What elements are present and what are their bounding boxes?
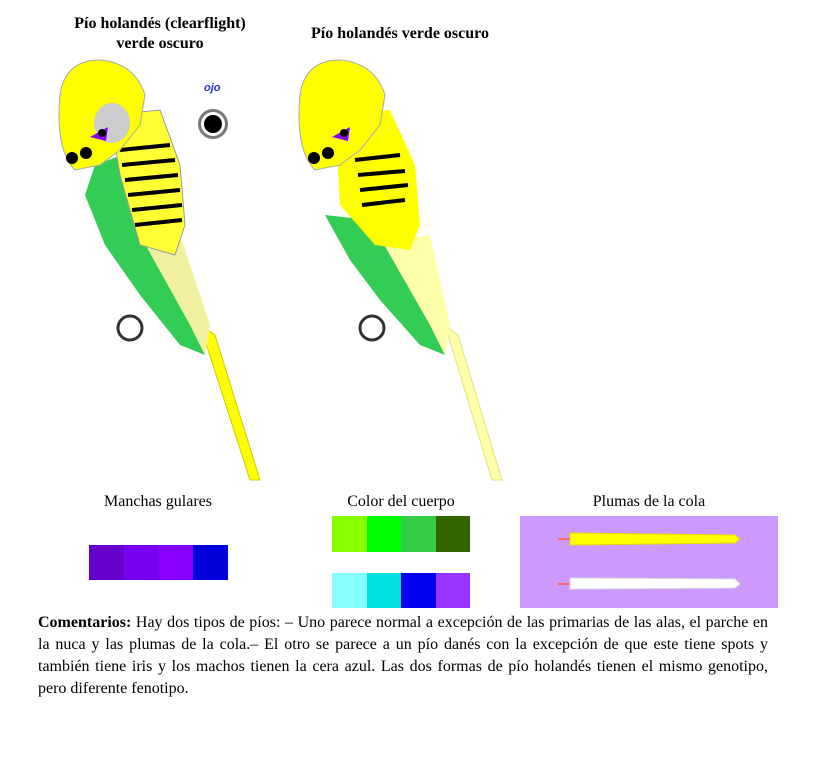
tail-feathers-panel — [520, 516, 778, 608]
color-swatch — [366, 516, 401, 552]
bird-1-foot — [116, 314, 144, 342]
color-swatch — [366, 573, 401, 608]
color-swatch — [193, 545, 228, 580]
bird-2-tail — [444, 323, 503, 481]
bird-1-title: Pío holandés (clearflight) verde oscuro — [40, 14, 280, 54]
eye-label: ojo — [204, 82, 221, 94]
bird-1-throat-spot — [66, 152, 78, 164]
comment-text: Hay dos tipos de píos: – Uno parece norm… — [38, 614, 768, 697]
bird-1-eye — [98, 129, 106, 137]
comment-paragraph: Comentarios: Hay dos tipos de píos: – Un… — [38, 612, 768, 700]
bird-1-title-line2: verde oscuro — [116, 35, 204, 52]
body-color-swatches-blue — [332, 573, 470, 608]
bird-2-eye — [340, 129, 348, 137]
color-swatch — [89, 545, 124, 580]
bird-2-title: Pío holandés verde oscuro — [311, 25, 489, 42]
tail-feather-yellow — [558, 532, 741, 546]
color-swatch — [158, 545, 194, 580]
bird-2-throat-spot — [308, 152, 320, 164]
eye-icon — [198, 109, 228, 139]
bird-2-illustration — [298, 59, 503, 481]
bird-1-wing-bars — [119, 143, 183, 227]
body-color-swatches-green — [332, 516, 470, 552]
color-swatch — [401, 573, 436, 608]
body-color-label: Color del cuerpo — [347, 493, 455, 510]
bird-2-throat-spot — [322, 147, 334, 159]
color-swatch — [401, 516, 436, 552]
color-swatch — [435, 573, 470, 608]
bird-2-chest — [325, 215, 445, 355]
color-swatch — [123, 545, 159, 580]
color-swatch — [332, 573, 367, 608]
throat-spots-swatches — [89, 545, 228, 580]
bird-1-chest — [85, 150, 205, 355]
bird-1-title-line1: Pío holandés (clearflight) — [74, 15, 246, 32]
comment-heading: Comentarios: — [38, 614, 132, 631]
tail-feathers-label: Plumas de la cola — [592, 493, 706, 510]
throat-spots-label: Manchas gulares — [104, 493, 212, 510]
bird-2-head — [298, 59, 386, 171]
bird-1-tail — [199, 323, 261, 481]
color-swatch — [435, 516, 470, 552]
color-swatch — [332, 516, 367, 552]
bird-1-illustration — [58, 59, 261, 481]
tail-feather-white — [558, 577, 741, 590]
bird-1-throat-spot — [80, 147, 92, 159]
bird-2-foot — [358, 314, 386, 342]
bird-2-wing-bars — [354, 153, 409, 207]
